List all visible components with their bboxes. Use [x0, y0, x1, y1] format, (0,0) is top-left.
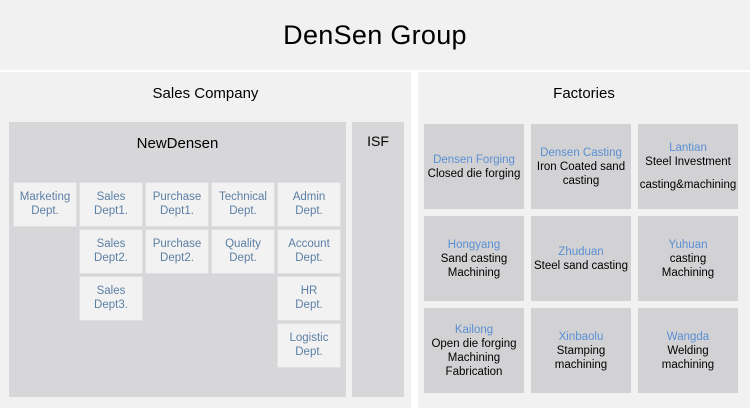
factory-description-line: machining — [554, 358, 608, 371]
department-label-line1: Marketing — [19, 191, 71, 203]
department-label-line2: Dept1. — [160, 204, 194, 217]
department-label-line2: Dept. — [31, 204, 59, 217]
section-header-sales-company: Sales Company — [0, 72, 411, 114]
department-label-line1: Technical — [219, 191, 267, 203]
department-label-line2: Dept. — [229, 251, 257, 264]
department-label-line1: Sales — [96, 191, 126, 203]
factory-description-line: casting&machining — [639, 179, 737, 191]
department-label-line2: Dept. — [295, 345, 323, 358]
section-header-factories: Factories — [418, 72, 750, 114]
department-label-line1: Sales — [96, 285, 126, 297]
factory-name: Xinbaolu — [558, 330, 604, 343]
isf-title: ISF — [367, 133, 389, 149]
factory-description-line: Machining — [447, 351, 501, 364]
department-label-line1: Purchase — [152, 238, 202, 250]
factory-description-line: Fabrication — [445, 365, 503, 378]
factory-description-line: Sand casting — [440, 252, 508, 265]
department-label-line2: Dept2. — [160, 251, 194, 264]
department-label-line1: Logistic — [289, 332, 329, 344]
department-label-line1: Sales — [96, 238, 126, 250]
factory-description-line: Welding — [667, 344, 709, 357]
factory-description-line: Machining — [447, 266, 501, 279]
newdensen-title: NewDensen — [136, 134, 219, 152]
isf-company-box[interactable]: ISF — [352, 122, 404, 397]
factory-description-line: Machining — [661, 266, 715, 279]
factory-description-line: Open die forging — [431, 337, 517, 350]
page-title: DenSen Group — [283, 19, 467, 50]
department-label-line2: Dept. — [295, 251, 323, 264]
factory-description-line: Stamping — [556, 344, 606, 357]
factory-name: Yuhuan — [668, 238, 708, 251]
department-label-line2: Dept. — [229, 204, 257, 217]
factory-description-line: Iron Coated sand — [536, 160, 626, 173]
factory-name: Densen Casting — [540, 146, 622, 159]
factory-description-line: casting — [669, 252, 707, 265]
header-band — [0, 0, 750, 70]
factory-description-line: machining — [661, 358, 715, 371]
department-label-line2: Dept. — [295, 298, 323, 311]
department-label-line1: HR — [300, 285, 318, 297]
department-label-line1: Quality — [225, 238, 261, 250]
factory-name: Hongyang — [447, 238, 501, 251]
factory-name: Wangda — [666, 330, 710, 343]
factory-description-line: Closed die forging — [427, 167, 521, 180]
department-label-line2: Dept3. — [94, 298, 128, 311]
factory-name: Kailong — [454, 323, 494, 336]
factory-name: Densen Forging — [433, 153, 515, 166]
department-label-line2: Dept. — [295, 204, 323, 217]
factory-description-line: Steel sand casting — [534, 259, 628, 272]
factory-name: Lantian — [669, 142, 707, 154]
factory-description-line: casting — [562, 174, 600, 187]
factory-description-line: Steel Investment — [645, 156, 731, 168]
department-label-line1: Admin — [292, 191, 326, 203]
department-label-line2: Dept2. — [94, 251, 128, 264]
department-label-line2: Dept1. — [94, 204, 128, 217]
department-label-line1: Account — [288, 238, 330, 250]
department-label-line1: Purchase — [152, 191, 202, 203]
factory-name: Zhuduan — [558, 245, 604, 258]
